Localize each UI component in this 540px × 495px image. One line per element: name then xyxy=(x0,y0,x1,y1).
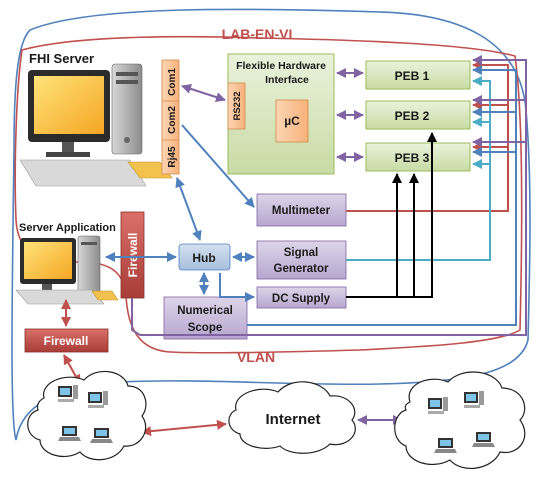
fhi-title-line2: Interface xyxy=(265,74,309,86)
peb1-label: PEB 1 xyxy=(395,69,430,83)
peb2-box[interactable] xyxy=(365,100,471,130)
rs232-port xyxy=(227,82,246,130)
lab-label: LAB-EN-VI xyxy=(222,26,293,42)
firewall-vertical-label: Firewall xyxy=(126,233,140,278)
fhi-server-label: FHI Server xyxy=(29,51,94,66)
client-desktop-icon xyxy=(88,391,108,408)
server-port-strip xyxy=(161,59,180,175)
numerical-scope-label-line2: Scope xyxy=(188,322,223,334)
client-desktop-icon xyxy=(58,385,78,402)
internet-label: Internet xyxy=(265,411,320,428)
link-com2-multimeter xyxy=(181,124,255,208)
client-laptop-icon xyxy=(58,426,81,441)
link-hub-dc-supply xyxy=(219,273,255,302)
server-application-label: Server Application xyxy=(19,222,116,234)
left-cloud-devices xyxy=(58,385,113,443)
hub-box[interactable] xyxy=(178,243,231,271)
server-application-computer-icon[interactable] xyxy=(15,235,119,305)
firewall-lower[interactable] xyxy=(24,328,109,353)
rs232-port-label: RS232 xyxy=(232,91,243,120)
signal-generator-box[interactable] xyxy=(256,240,347,280)
fhi-server-computer-icon[interactable] xyxy=(19,63,173,187)
internet-cloud[interactable] xyxy=(228,381,356,454)
links xyxy=(61,55,527,437)
peb3-label: PEB 3 xyxy=(395,151,430,165)
multimeter-box[interactable] xyxy=(256,193,347,227)
numerical-scope-box[interactable] xyxy=(163,296,248,340)
signal-generator-label-line1: Signal xyxy=(284,247,319,259)
microcontroller-label: µC xyxy=(284,114,300,128)
client-desktop-icon xyxy=(428,397,448,414)
peb3-box[interactable] xyxy=(365,142,471,172)
client-laptop-icon xyxy=(472,432,495,447)
client-laptop-icon xyxy=(90,428,113,443)
outer-network-border xyxy=(11,8,531,441)
client-desktop-icon xyxy=(464,391,484,408)
link-com1-rs232 xyxy=(181,84,226,102)
client-laptop-icon xyxy=(434,438,457,453)
firewall-lower-label: Firewall xyxy=(44,334,89,348)
left-client-cloud[interactable] xyxy=(27,370,147,461)
microcontroller-box xyxy=(275,99,309,143)
peb1-box[interactable] xyxy=(365,60,471,90)
link-rj45-hub xyxy=(175,177,202,241)
hub-label: Hub xyxy=(192,251,215,265)
rj45-port-label: Rj45 xyxy=(167,146,178,168)
vlan-label: VLAN xyxy=(237,349,275,365)
peb2-label: PEB 2 xyxy=(395,109,430,123)
fhi-title-line1: Flexible Hardware xyxy=(236,60,326,72)
right-client-cloud[interactable] xyxy=(394,371,526,469)
link-left-cloud-internet xyxy=(141,419,227,437)
link-dc-supply-pebs xyxy=(346,174,433,298)
dc-supply-label: DC Supply xyxy=(272,293,331,305)
multimeter-label: Multimeter xyxy=(272,205,331,217)
com1-port-label: Com1 xyxy=(167,68,178,96)
com2-port-label: Com2 xyxy=(167,106,178,134)
signal-generator-label-line2: Generator xyxy=(274,263,329,275)
numerical-scope-label-line1: Numerical xyxy=(177,305,233,317)
right-cloud-devices xyxy=(428,391,495,453)
